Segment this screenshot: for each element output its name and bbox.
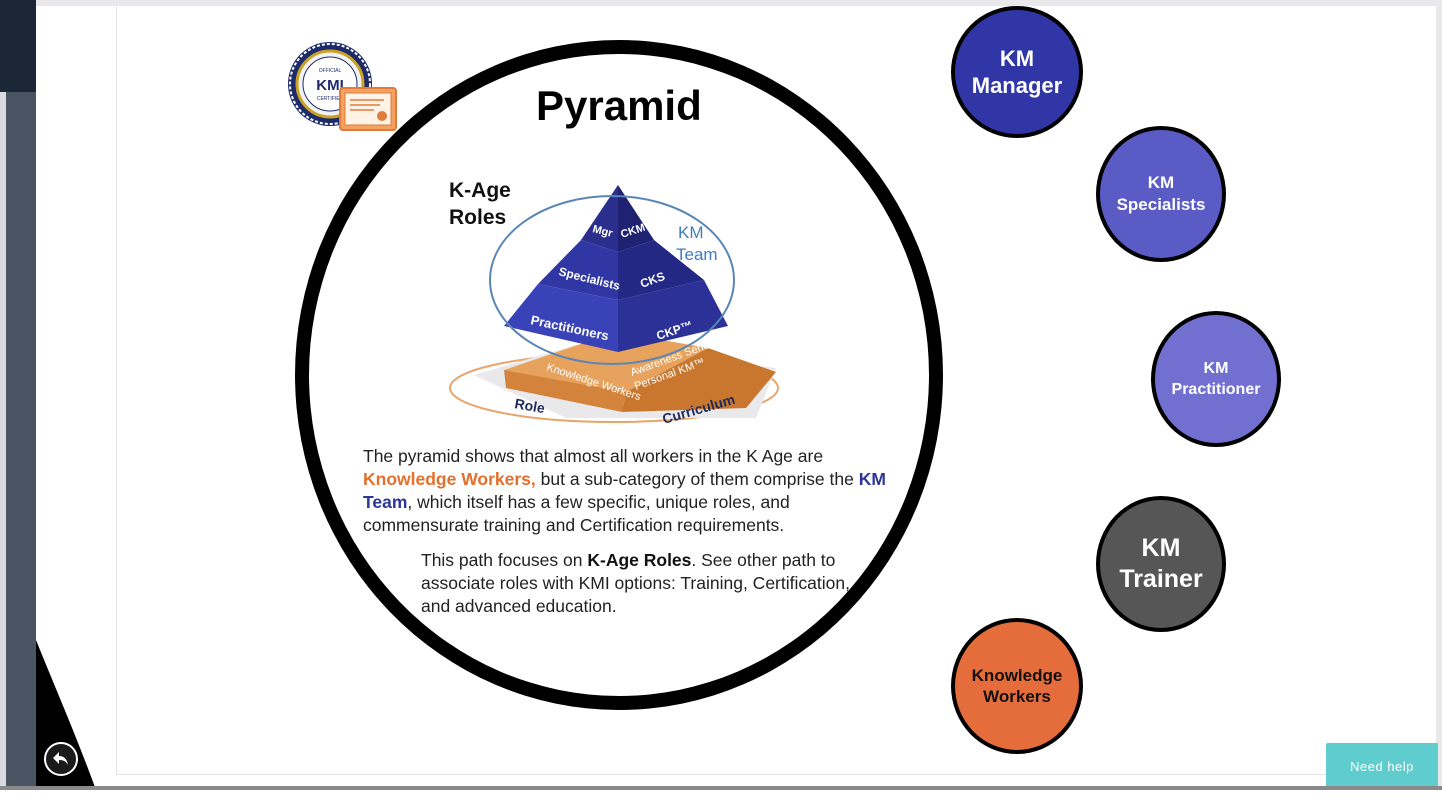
- km-practitioner-line1: KM: [1203, 360, 1229, 377]
- path-text-2: . See other path to associate roles with…: [421, 550, 850, 616]
- bottom-divider: [0, 786, 1442, 790]
- section-label: K-Age Roles: [449, 179, 511, 229]
- tier-mgr-label: Mgr: [591, 223, 614, 240]
- km-manager-line1: KM: [999, 46, 1035, 71]
- description-text-3: , which itself has a few specific, uniqu…: [363, 492, 790, 535]
- back-button[interactable]: [44, 742, 78, 776]
- km-specialists-line2: Specialists: [1116, 195, 1206, 214]
- path-description: This path focuses on K-Age Roles. See ot…: [421, 549, 861, 618]
- description-text-2: but a sub-category of them comprise the: [535, 469, 859, 489]
- pyramid-description: The pyramid shows that almost all worker…: [363, 445, 893, 537]
- left-rail-edge: [0, 0, 6, 790]
- bottom-strip: [0, 790, 1442, 807]
- knowledge-workers-highlight: Knowledge Workers,: [363, 469, 536, 489]
- kmi-certified-logo: OFFICIAL KMI CERTIFIED: [288, 42, 397, 131]
- km-practitioner-circle[interactable]: KM Practitioner: [1151, 311, 1281, 447]
- km-trainer-line2: Trainer: [1119, 565, 1203, 593]
- left-rail-top-block: [0, 0, 36, 92]
- path-text-1: This path focuses on: [421, 550, 588, 570]
- km-practitioner-line2: Practitioner: [1171, 381, 1261, 398]
- base-role-label: Role: [513, 395, 546, 416]
- km-specialists-line1: KM: [1147, 173, 1175, 192]
- back-arrow-icon: [53, 752, 68, 765]
- km-team-label: KM Team: [676, 223, 718, 264]
- knowledge-workers-line1: Knowledge: [971, 666, 1063, 685]
- path-text-bold: K-Age Roles: [587, 550, 692, 570]
- km-specialists-circle[interactable]: KM Specialists: [1096, 126, 1226, 262]
- svg-text:CERTIFIED: CERTIFIED: [317, 96, 344, 102]
- svg-text:OFFICIAL: OFFICIAL: [319, 68, 342, 74]
- km-trainer-circle[interactable]: KM Trainer: [1096, 496, 1226, 632]
- page-title: Pyramid: [536, 82, 702, 129]
- slide-frame: [116, 6, 1437, 775]
- knowledge-workers-line2: Workers: [983, 687, 1051, 706]
- km-team-highlight: KM Team: [363, 469, 886, 512]
- description-text-1: The pyramid shows that almost all worker…: [363, 446, 824, 466]
- km-manager-line2: Manager: [971, 73, 1063, 98]
- left-rail: [0, 0, 36, 790]
- km-trainer-line1: KM: [1141, 534, 1181, 562]
- need-help-button[interactable]: Need help: [1326, 743, 1438, 789]
- k-age-pyramid-diagram: Knowledge Workers Awareness Series Perso…: [449, 185, 779, 427]
- svg-text:KMI: KMI: [316, 77, 344, 94]
